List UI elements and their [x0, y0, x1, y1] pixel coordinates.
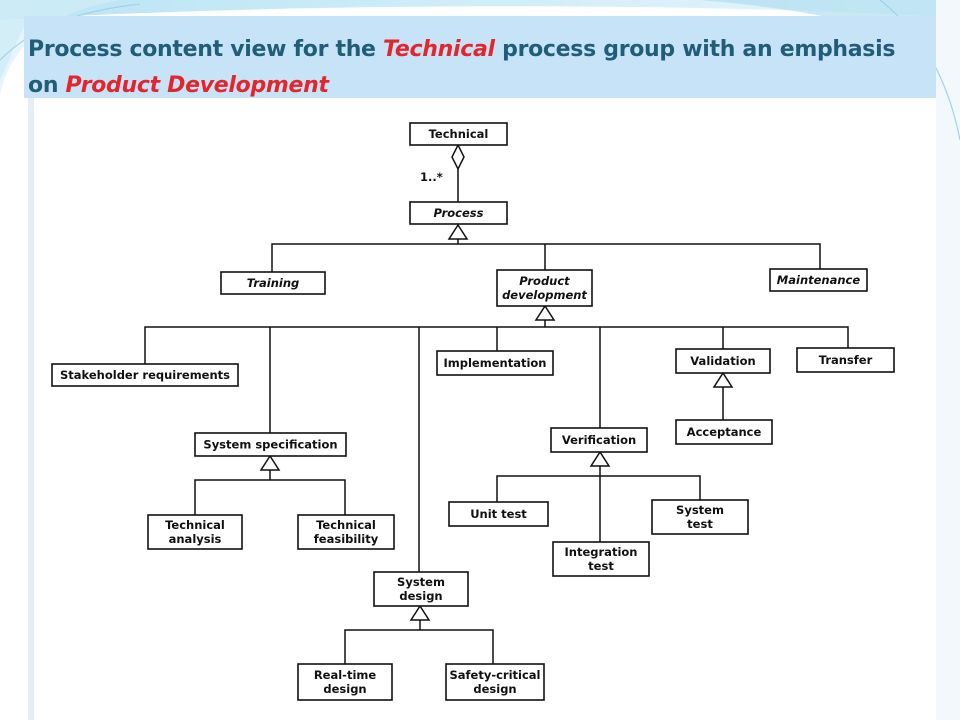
aggregation-diamond	[451, 143, 465, 171]
node-label: design	[473, 682, 516, 696]
node-label: design	[323, 682, 366, 696]
node-box	[651, 499, 749, 535]
node-label: Stakeholder requirements	[60, 368, 230, 382]
node-box	[220, 271, 326, 295]
node-box	[147, 514, 243, 550]
node-label: feasibility	[314, 532, 379, 546]
node-training: Training	[220, 271, 326, 295]
node-acceptance: Acceptance	[675, 419, 773, 445]
node-label: analysis	[169, 532, 222, 546]
node-box	[448, 501, 549, 527]
node-label: Technical	[429, 127, 489, 141]
connector-line	[344, 620, 494, 664]
node-label: Verification	[562, 433, 636, 447]
node-label: test	[687, 517, 713, 531]
node-label: Safety-critical	[449, 668, 540, 682]
node-label: Product	[519, 274, 570, 288]
node-process: Process	[409, 201, 508, 225]
node-box	[769, 268, 868, 292]
node-box	[796, 347, 895, 373]
node-label: Unit test	[470, 507, 527, 521]
node-label: test	[588, 559, 614, 573]
node-label: Real-time	[314, 668, 377, 682]
node-box	[496, 269, 593, 307]
node-verification: Verification	[550, 427, 648, 453]
node-label: Training	[247, 276, 300, 290]
node-label: Process	[434, 206, 484, 220]
multiplicity-label: 1..*	[420, 170, 443, 184]
product-development-generalization-arrow	[534, 304, 556, 321]
node-transfer: Transfer	[796, 347, 895, 373]
node-implementation: Implementation	[436, 350, 554, 376]
connector-line	[194, 470, 346, 515]
node-stakeholder-requirements: Stakeholder requirements	[51, 363, 239, 387]
node-box	[675, 348, 771, 374]
title-emphasis: Product Development	[65, 73, 330, 98]
system-specification-generalization-arrow	[259, 454, 281, 471]
node-label: System specification	[203, 438, 337, 452]
node-label: Technical	[316, 518, 376, 532]
connector-line	[144, 320, 849, 572]
title-emphasis: Technical	[383, 37, 495, 62]
node-box	[552, 541, 650, 577]
slide-title: Process content view for the Technical p…	[28, 32, 928, 104]
node-unit-test: Unit test	[448, 501, 549, 527]
node-label: Acceptance	[687, 425, 762, 439]
node-label: Transfer	[819, 353, 873, 367]
node-label: Implementation	[444, 356, 547, 370]
node-box	[194, 432, 347, 457]
node-label: development	[502, 288, 587, 302]
title-text-part: process group with an emphasis on	[28, 37, 896, 98]
node-system-specification: System specification	[194, 432, 347, 457]
node-box	[297, 663, 393, 701]
title-bar	[24, 16, 936, 98]
left-strip	[28, 98, 34, 720]
node-box	[436, 350, 554, 376]
node-technical: Technical	[409, 122, 508, 146]
validation-generalization-arrow	[712, 371, 734, 388]
connector-line	[496, 466, 701, 542]
connector-line	[271, 239, 821, 272]
node-box	[445, 663, 545, 701]
verification-generalization-arrow	[589, 450, 611, 467]
node-box	[409, 201, 508, 225]
node-label: System	[676, 503, 724, 517]
node-box	[297, 514, 395, 550]
node-label: System	[397, 575, 445, 589]
node-validation: Validation	[675, 348, 771, 374]
node-label: Maintenance	[777, 273, 861, 287]
title-text-part: Process content view for the	[28, 37, 384, 62]
node-label: Technical	[165, 518, 225, 532]
node-box	[51, 363, 239, 387]
system-design-generalization-arrow	[409, 604, 431, 621]
node-label: Integration	[565, 545, 638, 559]
node-box	[373, 571, 469, 607]
node-maintenance: Maintenance	[769, 268, 868, 292]
process-generalization-arrow	[447, 223, 469, 240]
node-box	[409, 122, 508, 146]
node-box	[550, 427, 648, 453]
node-label: design	[399, 589, 442, 603]
node-box	[675, 419, 773, 445]
node-label: Validation	[690, 354, 755, 368]
